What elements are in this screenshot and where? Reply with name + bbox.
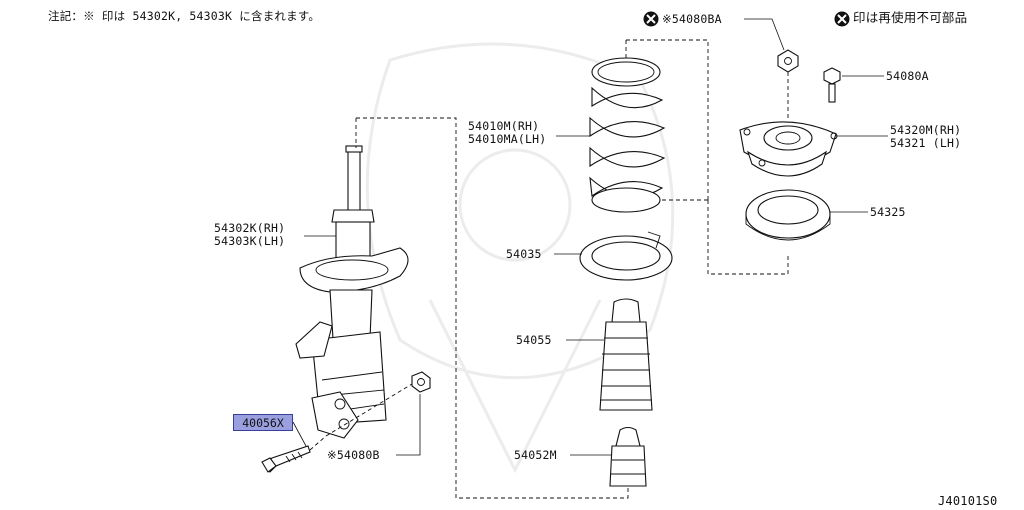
strut-assembly xyxy=(295,145,409,439)
strut-mount-54320m xyxy=(739,121,838,177)
assembly-dash-outline xyxy=(356,117,629,499)
part-label-54052m[interactable]: 54052M xyxy=(514,448,557,462)
part-label-54035[interactable]: 54035 xyxy=(506,247,542,261)
nut-54080ba xyxy=(777,49,799,73)
diagram-code: J40101S0 xyxy=(938,494,998,508)
part-label-54325[interactable]: 54325 xyxy=(870,205,906,219)
bump-stop-54055 xyxy=(599,298,653,411)
note-text: 注記：※ 印は 54302K, 54303K に含まれます。 xyxy=(48,9,321,23)
part-label-54320m[interactable]: 54320M(RH) 54321 (LH) xyxy=(890,123,962,150)
coil-spring xyxy=(589,57,666,213)
part-label-40056x[interactable]: 40056X xyxy=(233,414,293,431)
part-label-54080b[interactable]: ※54080B xyxy=(327,448,380,462)
watermark xyxy=(365,42,675,474)
mount-dash-outline xyxy=(707,200,789,275)
non-reusable-mark-icon xyxy=(643,11,659,27)
part-label-54302k[interactable]: 54302K(RH) 54303K(LH) xyxy=(214,221,286,248)
spring-seat-54035 xyxy=(579,231,673,281)
part-label-54010m[interactable]: 54010M(RH) 54010MA(LH) xyxy=(468,119,547,146)
bearing-54325 xyxy=(745,189,831,241)
part-label-54055[interactable]: 54055 xyxy=(516,333,552,347)
legend-non-reusable-icon xyxy=(834,11,850,27)
part-label-54080a[interactable]: 54080A xyxy=(886,69,929,83)
legend-text: 印は再使用不可部品 xyxy=(853,10,968,25)
bolt-40056x xyxy=(261,445,311,473)
bolt-54080a xyxy=(823,67,841,103)
nut-54080b xyxy=(411,371,431,393)
bump-stopper-54052m xyxy=(609,426,647,487)
part-label-54080ba[interactable]: ※54080BA xyxy=(662,12,722,26)
